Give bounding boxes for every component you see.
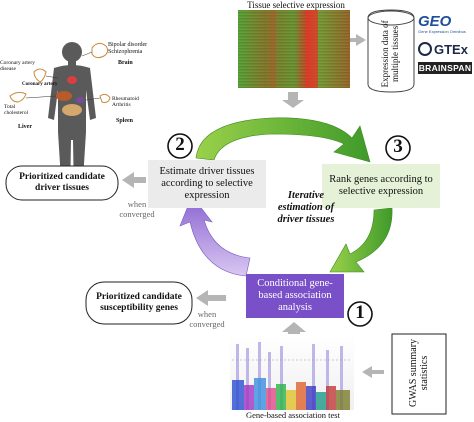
step1-box [246,274,344,318]
geo-logo: GEO Gene Expression Omnibus [418,13,466,34]
step1-text: Conditional gene-based association analy… [257,277,333,314]
label-rheumatoid: Rheumatoid Arthritis [112,96,139,109]
cycle-arrow-right [329,207,393,273]
brain-icon [91,42,109,59]
step1-number: 1 [355,302,365,323]
organ-icons [9,42,111,103]
driver-tissues-output-box [5,165,119,201]
label-total-cholesterol: Total cholesterol [4,104,29,117]
when-converged-1: when converged [119,198,155,219]
when-converged-2: when converged [189,308,225,329]
step2-text: Estimate driver tissues according to sel… [159,165,255,202]
step2-circle [167,133,193,159]
manhattan-title: Gene-based association test [246,410,340,420]
gwas-box [391,333,447,415]
gtex-logo: GTEx [418,40,472,58]
label-liver: Liver [18,124,32,130]
manhattan-plot [230,334,354,410]
label-spleen: Spleen [116,118,134,124]
gwas-label: GWAS summary statistics [408,338,430,408]
step3-text: Rank genes according to selective expres… [329,173,433,197]
label-brain: Brain [118,60,133,66]
heart-icon [33,68,47,83]
body-organs [56,76,84,116]
database-label: Expression data of multiple tissues [380,20,400,88]
expression-heatmap [238,10,350,88]
liver-icon [9,91,27,103]
step3-box [322,164,440,208]
heatmap-title: Tissue selective expression [247,0,345,10]
driver-tissues-text: Prioritized candidate driver tissues [19,172,105,193]
label-coronary-artery: Coronary artery [22,82,58,87]
cycle-arrow-top [195,117,371,163]
center-label: Iterative estimation of driver tissues [277,189,335,226]
spleen-icon [99,93,111,103]
step2-box [148,160,266,208]
step3-circle [385,135,411,161]
susceptibility-genes-output-box [85,281,193,325]
susceptibility-genes-text: Prioritized candidate susceptibility gen… [96,292,182,313]
step3-number: 3 [393,136,403,157]
step1-circle [347,301,373,327]
label-brain-diseases: Bipolar disorder Schizophrenia [108,42,148,55]
brainspan-logo: BRAINSPAN [418,62,472,74]
database-cylinder-icon [367,9,415,93]
step2-number: 2 [175,134,185,155]
label-coronary-disease: Coronary artery disease [0,60,35,73]
